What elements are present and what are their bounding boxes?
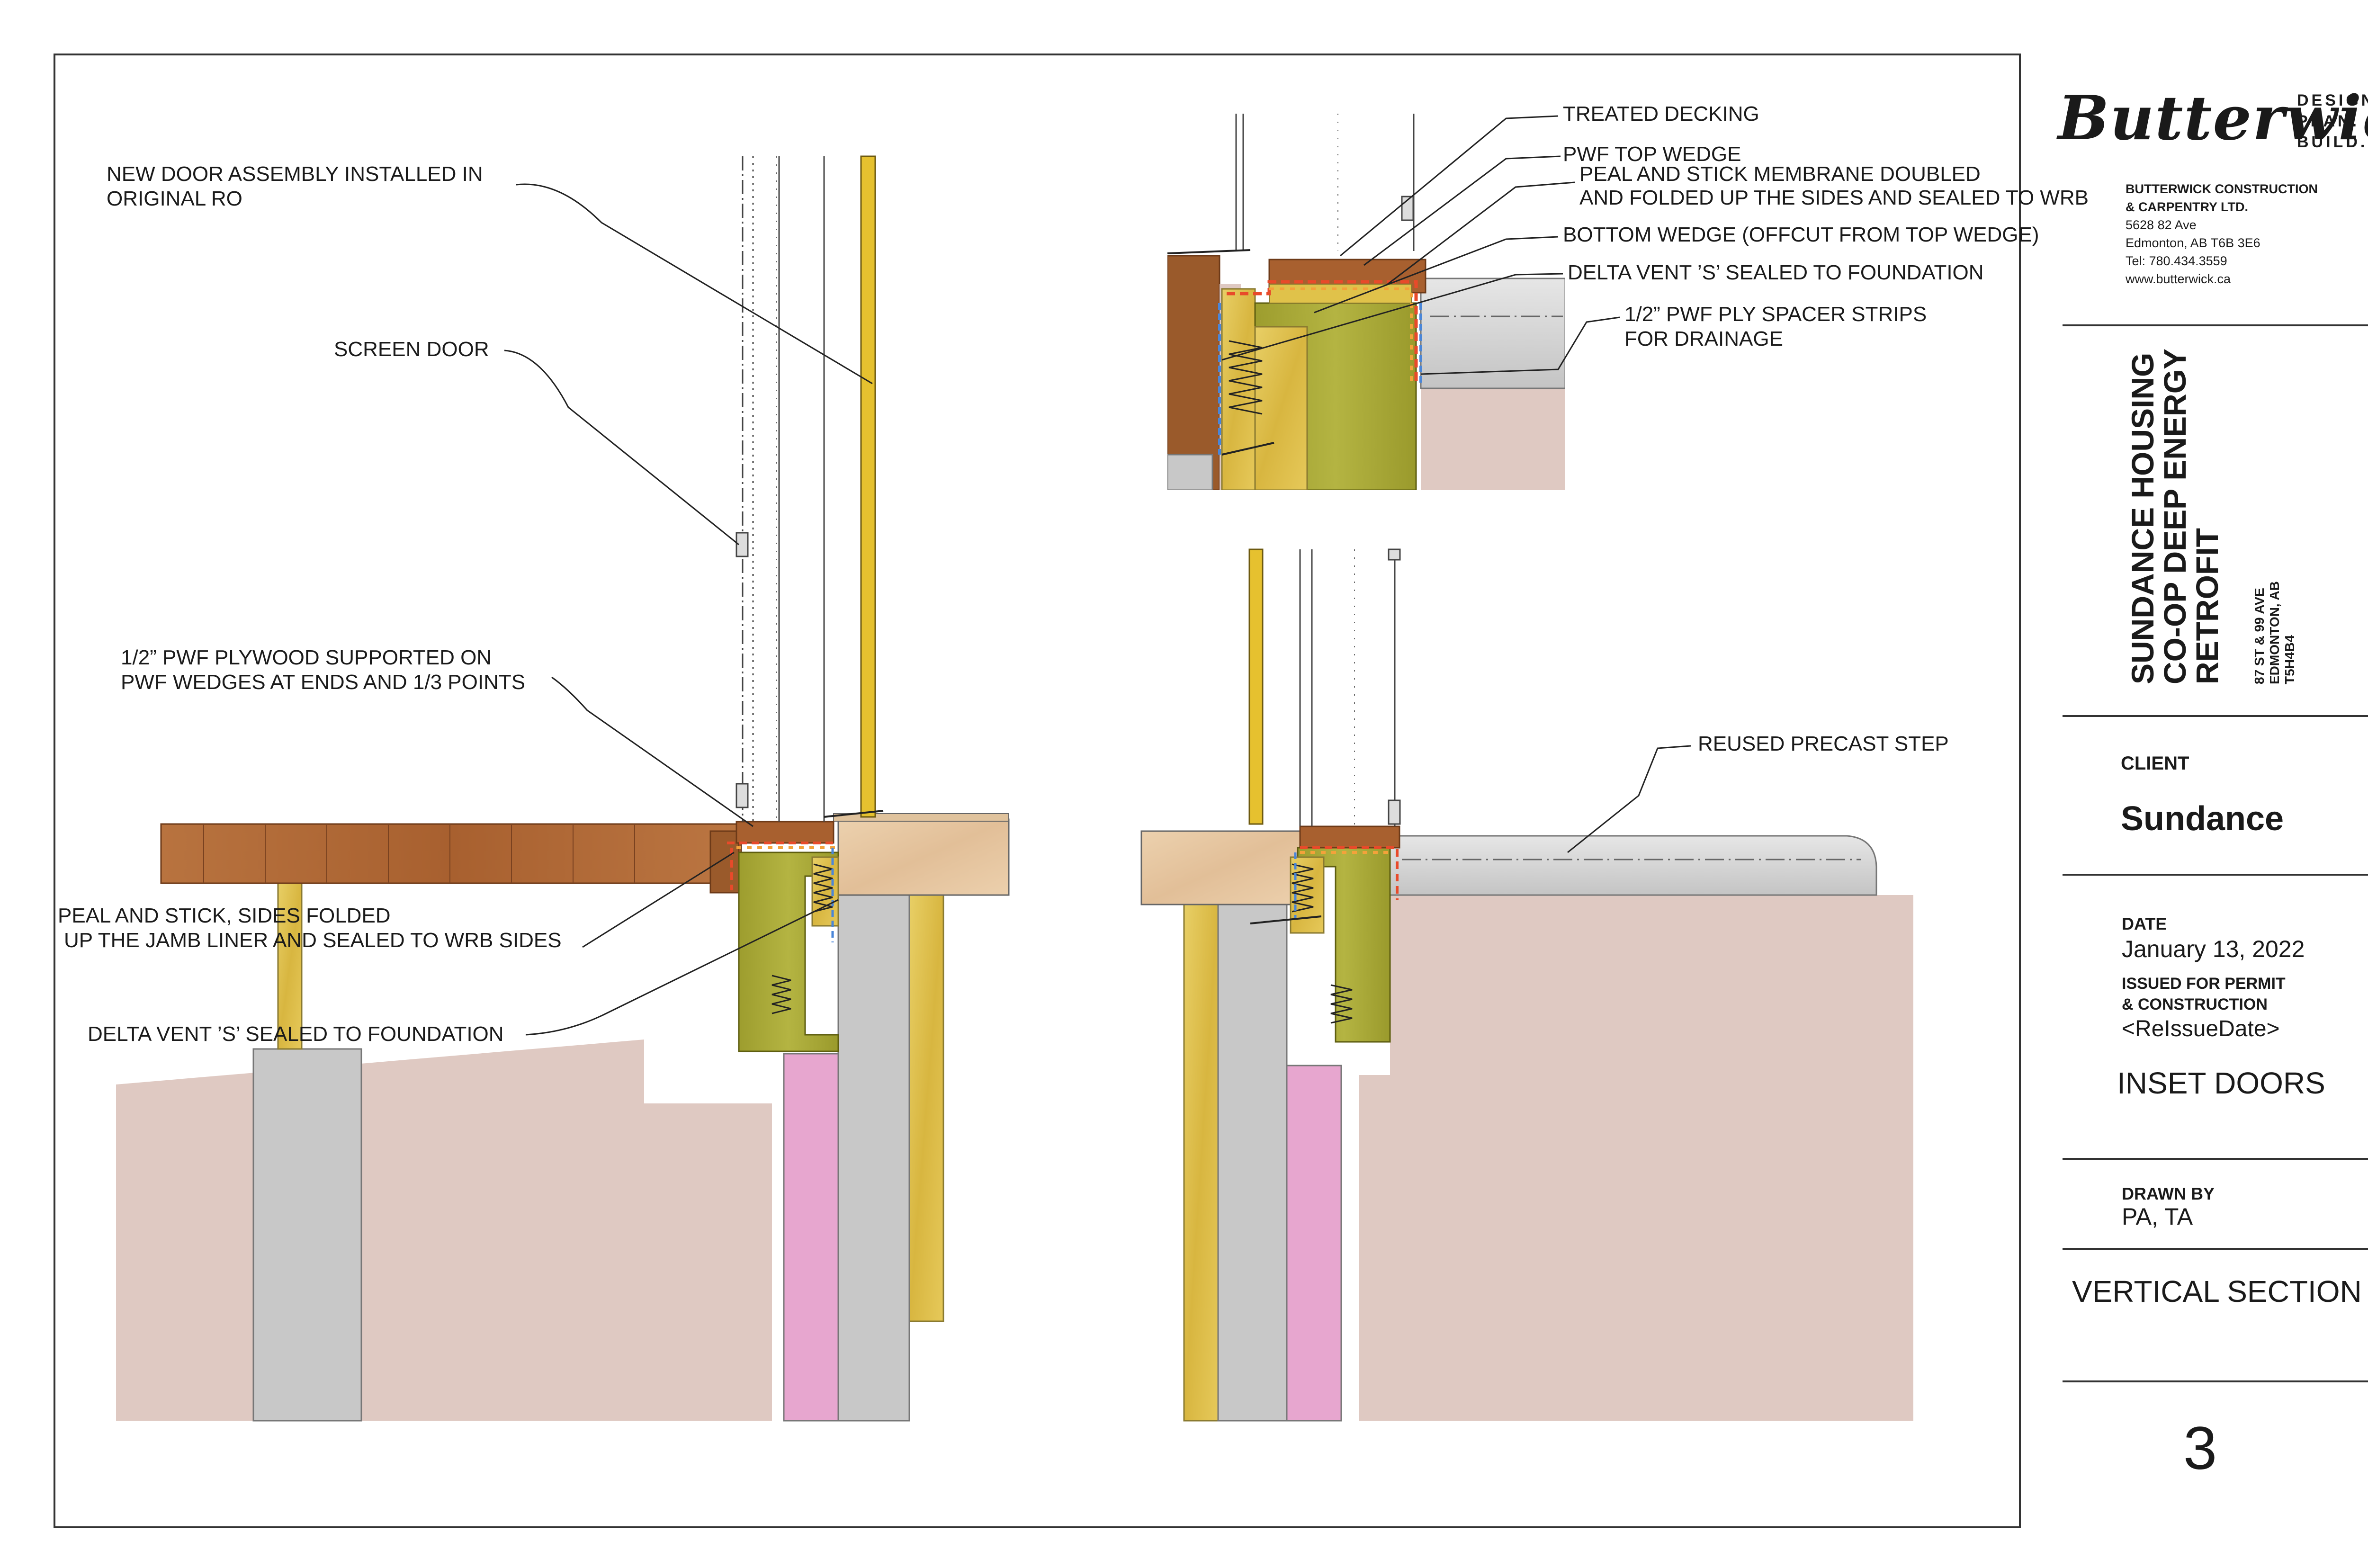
detail-soil xyxy=(1421,388,1565,490)
screen-door-latch xyxy=(736,783,749,808)
company-info: BUTTERWICK CONSTRUCTION & CARPENTRY LTD.… xyxy=(2126,182,2318,286)
section-title: VERTICAL SECTION xyxy=(2072,1274,2362,1308)
label-top-wedge: PWF TOP WEDGE xyxy=(1563,143,1741,166)
drawn-by-value: PA, TA xyxy=(2122,1203,2193,1230)
client-label: CLIENT xyxy=(2121,753,2189,774)
soil-left xyxy=(116,1039,772,1421)
label-precast-step: REUSED PRECAST STEP xyxy=(1698,732,1949,755)
detail-bottom-wedge xyxy=(1254,326,1308,490)
leader-precast-step xyxy=(1567,745,1691,853)
right-door-glass xyxy=(1248,548,1264,825)
soil-right xyxy=(1359,895,1913,1421)
detail-delta-vent xyxy=(1218,303,1422,455)
foundation-wall xyxy=(837,889,910,1422)
sheet-title: INSET DOORS xyxy=(2117,1066,2325,1100)
wedge-spring-lower xyxy=(771,975,791,1014)
right-insulation xyxy=(1286,1065,1342,1422)
right-foundation xyxy=(1217,904,1288,1422)
label-delta-vent-left: DELTA VENT ’S’ SEALED TO FOUNDATION xyxy=(88,1022,504,1046)
leader-treated-decking xyxy=(1340,115,1559,257)
detail-membrane-red xyxy=(1227,280,1418,384)
leader-bottom-wedge xyxy=(1314,236,1559,314)
floor-rim xyxy=(837,818,1010,896)
right-top-wedge xyxy=(1299,825,1400,849)
detail-deck xyxy=(1167,255,1220,490)
label-bottom-wedge: BOTTOM WEDGE (OFFCUT FROM TOP WEDGE) xyxy=(1563,223,2039,246)
company-logo: Butterwick xyxy=(2058,83,2368,154)
leader-new-door xyxy=(516,183,873,385)
label-screen-door: SCREEN DOOR xyxy=(334,338,489,361)
reissue-date: <ReIssueDate> xyxy=(2122,1016,2280,1041)
issued-label: ISSUED FOR PERMIT & CONSTRUCTION xyxy=(2122,975,2286,1013)
right-section-detail: REUSED PRECAST STEP xyxy=(1140,548,1949,1422)
concrete-pier xyxy=(252,1048,362,1422)
leader-peal-membrane xyxy=(1387,181,1575,285)
insulation xyxy=(783,1053,839,1422)
membrane-left xyxy=(727,842,838,890)
door-sill-line xyxy=(824,810,884,818)
wedge-spring-upper xyxy=(813,863,833,913)
leader-peal-stick xyxy=(582,851,735,948)
top-wedge xyxy=(736,821,834,844)
door-glass xyxy=(860,155,876,818)
right-floor xyxy=(1140,830,1303,905)
leader-spacer xyxy=(1420,316,1620,375)
date-value: January 13, 2022 xyxy=(2122,936,2305,962)
drawn-by-label: DRAWN BY xyxy=(2122,1184,2215,1203)
leader-screen-door xyxy=(504,349,739,546)
wall-stud xyxy=(908,894,944,1322)
subfloor xyxy=(833,813,1009,822)
leader-delta-detail xyxy=(1221,273,1563,361)
precast-step xyxy=(1389,835,1877,896)
date-label: DATE xyxy=(2122,914,2167,933)
detail-foundation xyxy=(1167,454,1213,490)
deck-end xyxy=(709,830,740,894)
leader-top-wedge xyxy=(1363,155,1561,266)
leader-delta-left xyxy=(525,899,839,1036)
right-wall-stud xyxy=(1183,904,1219,1422)
label-delta-vent-detail: DELTA VENT ’S’ SEALED TO FOUNDATION xyxy=(1568,261,1984,284)
label-treated-decking: TREATED DECKING xyxy=(1563,102,1759,125)
enlarged-detail: TREATED DECKING PWF TOP WEDGE PEAL AND S… xyxy=(1167,102,2089,490)
detail-spring xyxy=(1229,340,1263,415)
logo-tagline: DESIGN. PLAN. BUILD. xyxy=(2297,91,2368,151)
sheet-border xyxy=(54,54,2021,1528)
sheet-number: 3 xyxy=(2183,1415,2217,1482)
client-name: Sundance xyxy=(2121,800,2284,838)
treated-deck-boards xyxy=(160,823,742,884)
leader-plywood xyxy=(551,676,753,827)
